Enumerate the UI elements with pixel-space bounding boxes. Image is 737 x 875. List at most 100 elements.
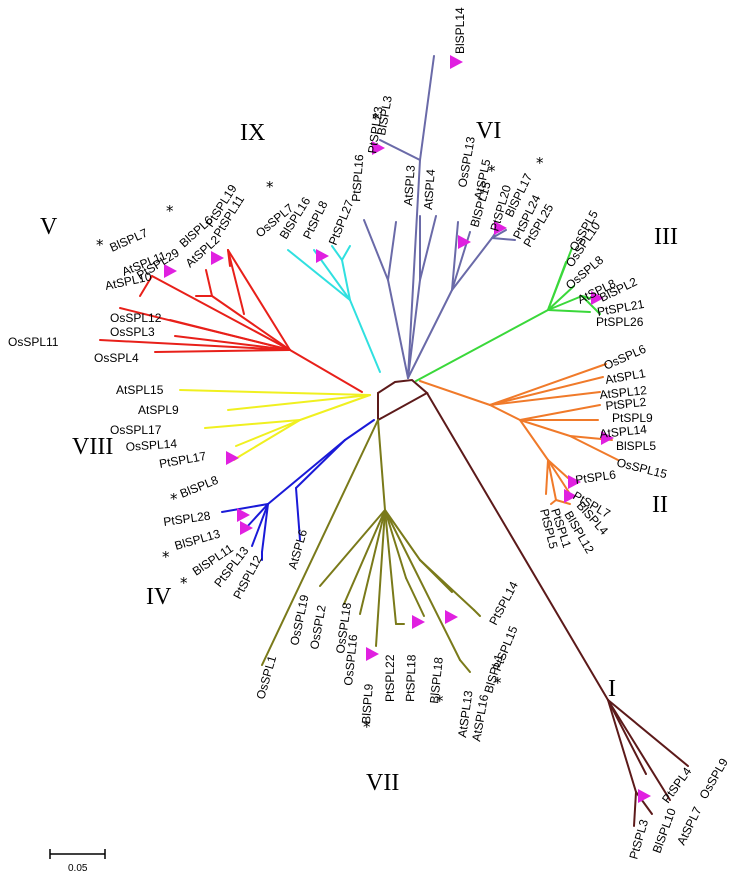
branch-vii-11 <box>459 659 471 673</box>
triangle-markers <box>164 55 651 803</box>
branch-iii-0 <box>415 309 549 382</box>
branch-ix-1 <box>287 249 351 301</box>
triangle-marker-icon <box>494 221 507 235</box>
branch-ii-7 <box>519 419 571 437</box>
branch-vi-4 <box>363 219 389 281</box>
branch-ii-5 <box>519 404 601 421</box>
branch-viii-3 <box>204 419 301 429</box>
clade-label-iv: IV <box>146 584 172 610</box>
asterisk-icon: * <box>436 692 444 710</box>
asterisk-marks: ************ <box>96 110 544 736</box>
branch-root-0 <box>377 378 429 421</box>
clade-label-v: V <box>40 214 58 240</box>
triangle-marker-icon <box>237 508 250 522</box>
asterisk-icon: * <box>494 674 502 692</box>
leaf-label-blspl3: BlSPL3 <box>374 94 395 136</box>
branch-iv-1 <box>267 439 346 505</box>
branch-v-4 <box>211 295 291 351</box>
leaf-label-ptspl23: PtSPL23 <box>365 105 386 154</box>
triangle-marker-icon <box>372 141 385 155</box>
triangle-marker-icon <box>366 647 379 661</box>
leaf-label-ptspl28: PtSPL28 <box>162 508 211 529</box>
leaf-label-atspl7: AtSPL7 <box>674 804 705 847</box>
leaf-label-atspl12: AtSPL12 <box>599 383 648 402</box>
triangle-marker-icon <box>226 451 239 465</box>
branch-vii-2 <box>319 509 386 587</box>
clade-label-iii: III <box>654 224 678 250</box>
leaf-label-blspl7: BlSPL7 <box>108 226 151 255</box>
asterisk-icon: * <box>363 718 371 736</box>
branch-i-6 <box>633 791 637 827</box>
leaf-label-osspl4: OsSPL4 <box>94 351 139 365</box>
branch-i-0 <box>426 392 609 701</box>
asterisk-icon: * <box>170 490 178 508</box>
branch-ii-11 <box>547 459 569 479</box>
triangle-marker-icon <box>450 55 463 69</box>
leaf-label-blspl10: BlSPL10 <box>650 806 679 855</box>
branch-ix-0 <box>349 299 381 373</box>
branch-vii-8 <box>384 509 407 579</box>
branch-vi-9 <box>407 289 453 379</box>
branch-ix-5 <box>331 245 343 261</box>
leaf-label-atspl15: AtSPL15 <box>116 383 164 397</box>
branch-vi-0 <box>407 159 421 379</box>
leaf-label-blspl18: BlSPL18 <box>427 656 446 704</box>
clade-label-vii: VII <box>366 770 399 796</box>
branch-ii-0 <box>419 380 491 406</box>
branch-iv-5 <box>261 503 269 553</box>
triangle-marker-icon <box>211 251 224 265</box>
leaf-label-osspl12: OsSPL12 <box>110 311 162 325</box>
leaf-label-blspl13: BlSPL13 <box>173 526 222 552</box>
triangle-marker-icon <box>164 264 177 278</box>
branch-iv-8 <box>295 487 301 541</box>
branch-vii-6 <box>384 509 397 625</box>
leaf-label-blspl5: BlSPL5 <box>616 439 656 453</box>
leaf-label-blspl14: BlSPL14 <box>453 7 467 54</box>
branch-viii-2 <box>299 394 371 421</box>
clade-label-i: I <box>608 676 616 702</box>
leaf-label-ptspl4: PtSPL4 <box>659 764 694 805</box>
leaf-label-blspl8: BlSPL8 <box>178 473 221 501</box>
branch-vii-3 <box>343 509 386 605</box>
branch-iv-2 <box>221 503 269 513</box>
branch-ii-1 <box>489 363 607 406</box>
branch-vi-8 <box>419 215 437 281</box>
leaf-label-osspl15: OsSPL15 <box>615 455 669 481</box>
branch-i-4 <box>607 699 637 793</box>
leaf-label-osspl17: OsSPL17 <box>110 423 162 437</box>
scale-bar-label: 0.05 <box>68 863 88 874</box>
branch-viii-5 <box>239 419 301 457</box>
leaf-label-atspl14: AtSPL14 <box>599 422 648 441</box>
leaf-label-osspl14: OsSPL14 <box>125 436 178 454</box>
triangle-marker-icon <box>316 249 329 263</box>
branch-vii-5 <box>375 509 386 647</box>
triangle-marker-icon <box>412 615 425 629</box>
triangle-marker-icon <box>638 789 651 803</box>
tree-branches <box>99 55 689 827</box>
leaf-label-ptspl16: PtSPL16 <box>349 154 366 203</box>
branch-v-12 <box>174 335 291 351</box>
branch-v-8 <box>139 275 153 297</box>
leaf-label-atspl13: AtSPL13 <box>455 689 476 738</box>
branch-vii-1 <box>377 419 386 511</box>
asterisk-icon: * <box>96 236 104 254</box>
branch-v-10 <box>99 339 291 351</box>
branch-iii-3 <box>547 285 575 311</box>
branch-iv-7 <box>295 439 346 489</box>
leaf-label-atspl9: AtSPL9 <box>138 403 179 417</box>
leaf-label-atspl4: AtSPL4 <box>421 168 438 210</box>
branch-vi-3 <box>387 279 409 379</box>
branch-vii-4 <box>359 509 386 615</box>
branch-iii-2 <box>547 261 567 311</box>
branch-vii-15 <box>473 609 481 617</box>
branch-ii-4 <box>489 404 521 421</box>
branch-vi-15 <box>491 237 516 241</box>
branch-ii-12 <box>547 459 571 495</box>
branch-v-0 <box>289 349 363 393</box>
triangle-marker-icon <box>591 291 604 305</box>
leaf-label-ptspl26: PtSPL26 <box>596 315 644 329</box>
branch-ii-10 <box>519 419 549 461</box>
branch-vii-14 <box>419 559 475 611</box>
